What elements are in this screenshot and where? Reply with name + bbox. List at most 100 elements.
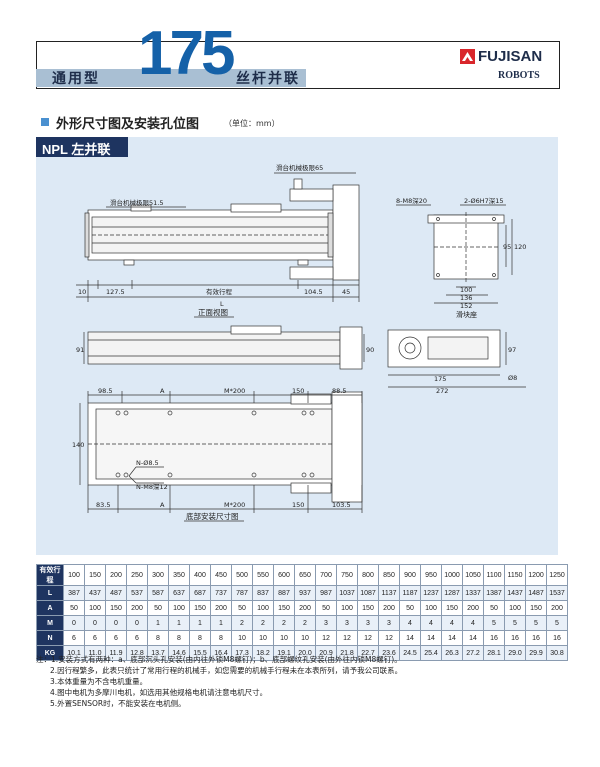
dim-A-top: A bbox=[160, 387, 165, 395]
table-cell: 3 bbox=[315, 615, 337, 631]
table-cell: 300 bbox=[147, 564, 169, 586]
table-cell: 200 bbox=[210, 600, 232, 616]
table-cell: 1200 bbox=[525, 564, 547, 586]
table-cell: 30.8 bbox=[546, 645, 568, 661]
table-cell: 1100 bbox=[483, 564, 505, 586]
section-bullet-icon bbox=[41, 118, 49, 126]
table-cell: 10 bbox=[231, 630, 253, 646]
dim-150-bottom: 150 bbox=[292, 501, 304, 509]
table-cell: 150 bbox=[105, 600, 127, 616]
table-cell: 16 bbox=[525, 630, 547, 646]
table-cell: 25.4 bbox=[420, 645, 442, 661]
table-cell: 387 bbox=[63, 585, 85, 601]
label-slider-holes: 8-M8深20 bbox=[396, 196, 427, 205]
table-cell: 14.6 bbox=[168, 645, 190, 661]
table-cell: 10 bbox=[294, 630, 316, 646]
table-cell: 1 bbox=[210, 615, 232, 631]
notes: 注：1.安装方式有两种：a、底部沉头孔安装(由内往外锁M8螺钉)；b、底部螺纹孔… bbox=[36, 654, 566, 709]
label-limit-right: 滑台机械极限65 bbox=[276, 163, 323, 172]
table-cell: 8 bbox=[189, 630, 211, 646]
table-cell: 837 bbox=[252, 585, 274, 601]
label-hole-N-deep: N-M8深12 bbox=[136, 482, 168, 491]
table-cell: 6 bbox=[126, 630, 148, 646]
table-cell: 2 bbox=[294, 615, 316, 631]
table-cell: 1287 bbox=[441, 585, 463, 601]
table-cell: 100 bbox=[84, 600, 106, 616]
table-cell: 8 bbox=[168, 630, 190, 646]
dim-M200-bottom: M*200 bbox=[224, 501, 245, 509]
dim-127-5: 127.5 bbox=[106, 288, 125, 296]
table-cell: 50 bbox=[483, 600, 505, 616]
dim-100: 100 bbox=[460, 286, 472, 294]
table-cell: 2 bbox=[252, 615, 274, 631]
table-cell: 587 bbox=[147, 585, 169, 601]
table-cell: 3 bbox=[378, 615, 400, 631]
table-cell: 29.0 bbox=[504, 645, 526, 661]
table-cell: 700 bbox=[315, 564, 337, 586]
table-cell: 650 bbox=[294, 564, 316, 586]
row-header: N bbox=[36, 630, 64, 646]
dim-45: 45 bbox=[342, 288, 350, 296]
row-header: KG bbox=[36, 645, 64, 661]
table-cell: 4 bbox=[420, 615, 442, 631]
table-cell: 100 bbox=[420, 600, 442, 616]
table-cell: 5 bbox=[546, 615, 568, 631]
table-cell: 6 bbox=[105, 630, 127, 646]
table-cell: 1537 bbox=[546, 585, 568, 601]
table-cell: 0 bbox=[105, 615, 127, 631]
table-cell: 100 bbox=[168, 600, 190, 616]
table-cell: 787 bbox=[231, 585, 253, 601]
table-cell: 16 bbox=[483, 630, 505, 646]
table-cell: 1187 bbox=[399, 585, 421, 601]
table-cell: 1437 bbox=[504, 585, 526, 601]
table-cell: 0 bbox=[63, 615, 85, 631]
table-cell: 1250 bbox=[546, 564, 568, 586]
fujisan-logo-icon bbox=[460, 49, 475, 64]
table-cell: 1 bbox=[147, 615, 169, 631]
dim-272: 272 bbox=[436, 387, 448, 395]
table-cell: 1387 bbox=[483, 585, 505, 601]
dim-150-top: 150 bbox=[292, 387, 304, 395]
table-cell: 12 bbox=[336, 630, 358, 646]
table-cell: 3 bbox=[357, 615, 379, 631]
table-cell: 537 bbox=[126, 585, 148, 601]
table-cell: 200 bbox=[126, 600, 148, 616]
dim-104-5: 104.5 bbox=[304, 288, 323, 296]
table-cell: 6 bbox=[84, 630, 106, 646]
table-cell: 11.0 bbox=[84, 645, 106, 661]
row-header: 有效行程 bbox=[36, 564, 64, 586]
note-line: 4.图中电机为多摩川电机，如选用其他规格电机请注意电机尺寸。 bbox=[50, 688, 268, 697]
label-hole-N: N-Ø8.5 bbox=[136, 459, 159, 467]
table-cell: 4 bbox=[462, 615, 484, 631]
dim-88-5: 88.5 bbox=[332, 387, 346, 395]
table-cell: 50 bbox=[147, 600, 169, 616]
label-slider-pins: 2-Ø6H7深15 bbox=[464, 196, 504, 205]
model-number: 175 bbox=[138, 19, 235, 88]
table-cell: 100 bbox=[336, 600, 358, 616]
table-cell: 737 bbox=[210, 585, 232, 601]
dim-L: L bbox=[220, 300, 224, 308]
table-cell: 350 bbox=[168, 564, 190, 586]
table-cell: 200 bbox=[378, 600, 400, 616]
table-cell: 1237 bbox=[420, 585, 442, 601]
section-title: 外形尺寸图及安装孔位图 bbox=[56, 117, 200, 132]
table-cell: 12 bbox=[315, 630, 337, 646]
table-cell: 0 bbox=[126, 615, 148, 631]
slider-title: 滑块座 bbox=[456, 310, 477, 319]
dim-phi: Ø8 bbox=[508, 374, 517, 382]
row-header: M bbox=[36, 615, 64, 631]
table-cell: 16 bbox=[546, 630, 568, 646]
table-cell: 22.7 bbox=[357, 645, 379, 661]
row-header: L bbox=[36, 585, 64, 601]
brand-name: FUJISAN bbox=[478, 48, 543, 65]
front-view-title: 正面视图 bbox=[198, 307, 228, 317]
table-cell: 150 bbox=[84, 564, 106, 586]
table-cell: 200 bbox=[546, 600, 568, 616]
table-cell: 1 bbox=[168, 615, 190, 631]
table-cell: 11.9 bbox=[105, 645, 127, 661]
table-cell: 3 bbox=[336, 615, 358, 631]
